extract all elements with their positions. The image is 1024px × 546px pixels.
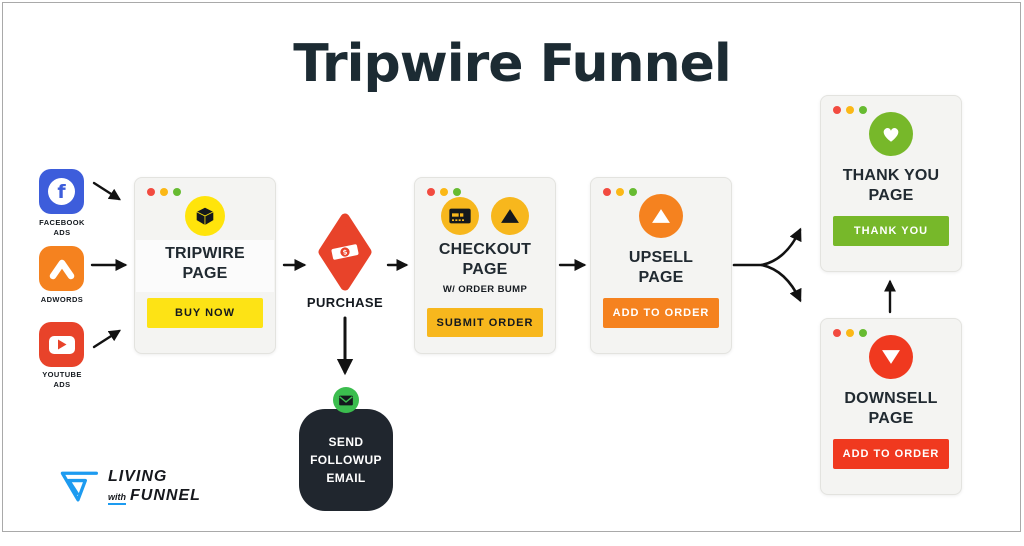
add-to-order-button[interactable]: ADD TO ORDER <box>603 298 719 328</box>
email-envelope-icon <box>333 387 359 413</box>
downsell-add-to-order-button[interactable]: ADD TO ORDER <box>833 439 949 469</box>
yellow-dot-icon <box>846 106 854 114</box>
window-controls-icon <box>427 188 461 196</box>
credit-card-icon <box>441 197 479 235</box>
red-dot-icon <box>603 188 611 196</box>
funnel-logo-icon <box>60 471 98 502</box>
facebook-ads-icon: f <box>39 169 84 214</box>
order-bump-subtitle: W/ ORDER BUMP <box>442 284 528 295</box>
purchase-label: PURCHASE <box>306 295 384 310</box>
product-box-icon <box>185 196 225 236</box>
upsell-page-title: UPSELL PAGE <box>628 249 694 287</box>
downsell-page-title: DOWNSELL PAGE <box>844 390 938 428</box>
window-controls-icon <box>833 106 867 114</box>
page-title: Tripwire Funnel <box>293 34 731 94</box>
red-dot-icon <box>833 106 841 114</box>
green-dot-icon <box>629 188 637 196</box>
window-controls-icon <box>603 188 637 196</box>
yellow-dot-icon <box>846 329 854 337</box>
youtube-ads-icon <box>39 322 84 367</box>
tripwire-page-card: TRIPWIRE PAGE BUY NOW <box>134 177 276 354</box>
canvas-border <box>2 2 1021 532</box>
buy-now-button[interactable]: BUY NOW <box>147 298 263 328</box>
title-band <box>136 240 274 292</box>
up-triangle-icon <box>639 194 683 238</box>
youtube-ads-label: YOUTUBE ADS <box>42 370 82 390</box>
submit-order-button[interactable]: SUBMIT ORDER <box>427 308 543 337</box>
youtube-play-icon <box>48 335 75 354</box>
adwords-label: ADWORDS <box>40 295 84 304</box>
checkout-page-title: CHECKOUT PAGE <box>438 241 532 279</box>
green-dot-icon <box>859 329 867 337</box>
red-dot-icon <box>147 188 155 196</box>
facebook-logo-icon: f <box>48 178 75 205</box>
facebook-ads-label: FACEBOOK ADS <box>39 218 85 238</box>
tripwire-page-title: TRIPWIRE PAGE <box>165 245 245 283</box>
adwords-icon <box>39 246 84 291</box>
red-dot-icon <box>833 329 841 337</box>
logo-word-funnel: FUNNEL <box>130 486 201 504</box>
checkout-page-card: CHECKOUT PAGE W/ ORDER BUMP SUBMIT ORDER <box>414 177 556 354</box>
heart-icon <box>869 112 913 156</box>
window-controls-icon <box>147 188 181 196</box>
logo-text: LIVING with FUNNEL <box>108 467 201 506</box>
yellow-dot-icon <box>616 188 624 196</box>
thank-you-button[interactable]: THANK YOU <box>833 216 949 246</box>
logo-word-living: LIVING <box>108 467 168 485</box>
green-dot-icon <box>173 188 181 196</box>
downsell-page-card: DOWNSELL PAGE ADD TO ORDER <box>820 318 962 495</box>
logo-word-with: with <box>108 492 126 506</box>
yellow-dot-icon <box>440 188 448 196</box>
thank-you-page-card: THANK YOU PAGE THANK YOU <box>820 95 962 272</box>
green-dot-icon <box>453 188 461 196</box>
chevron-up-icon <box>49 259 74 279</box>
yellow-dot-icon <box>160 188 168 196</box>
down-triangle-icon <box>869 335 913 379</box>
window-controls-icon <box>833 329 867 337</box>
upsell-arrow-icon <box>491 197 529 235</box>
green-dot-icon <box>859 106 867 114</box>
send-followup-email-block: SEND FOLLOWUP EMAIL <box>299 409 393 511</box>
living-with-funnel-logo: LIVING with FUNNEL <box>56 468 201 506</box>
upsell-page-card: UPSELL PAGE ADD TO ORDER <box>590 177 732 354</box>
thank-you-page-title: THANK YOU PAGE <box>842 167 940 205</box>
red-dot-icon <box>427 188 435 196</box>
